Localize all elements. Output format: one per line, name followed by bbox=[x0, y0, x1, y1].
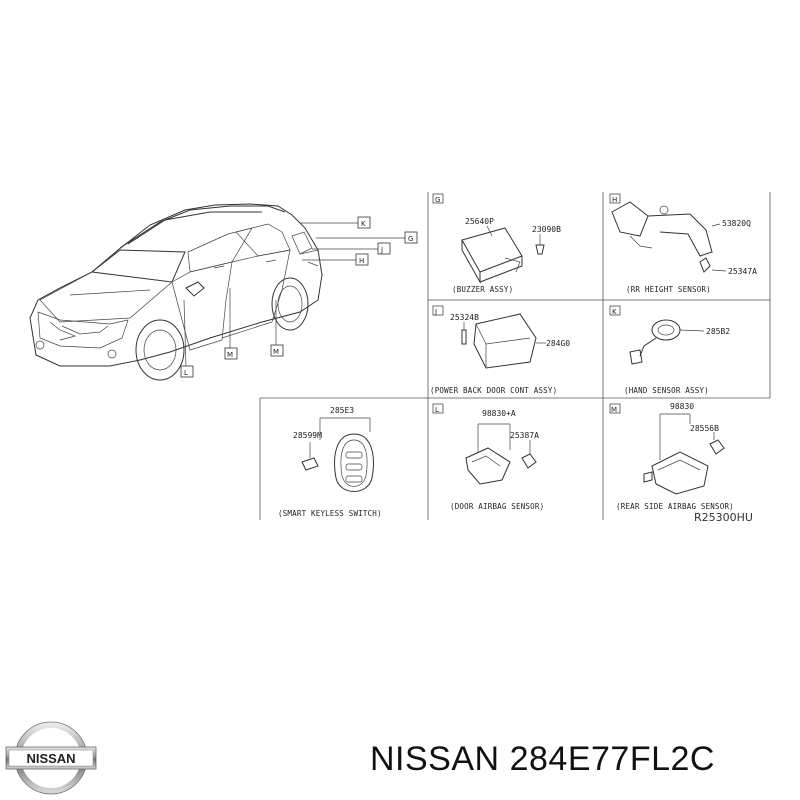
panel-caption: (SMART KEYLESS SWITCH) bbox=[278, 509, 382, 518]
part-number: 98830 bbox=[670, 402, 694, 411]
part-number: 98830+A bbox=[482, 409, 516, 418]
part-number: 25387A bbox=[510, 431, 539, 440]
panel-letter: G bbox=[435, 196, 440, 204]
part-number: 25324B bbox=[450, 313, 479, 322]
brand-name: NISSAN bbox=[370, 740, 500, 778]
panel-caption: (HAND SENSOR ASSY) bbox=[624, 386, 709, 395]
callout-letter: G bbox=[408, 235, 413, 243]
panel-caption: (REAR SIDE AIRBAG SENSOR) bbox=[616, 502, 734, 511]
part-number: 284G0 bbox=[546, 339, 570, 348]
callout-boxes: K G J H M M L bbox=[180, 216, 418, 378]
rear-airbag-sensor-drawing bbox=[643, 413, 725, 495]
part-number: 25640P bbox=[465, 217, 494, 226]
callout-letter: K bbox=[361, 220, 366, 228]
panel-caption: (DOOR AIRBAG SENSOR) bbox=[450, 502, 544, 511]
panel-letter: K bbox=[612, 308, 617, 316]
part-number-main: 284E77FL2C bbox=[509, 740, 715, 778]
nissan-logo: NISSAN bbox=[5, 721, 97, 795]
part-number: 28599M bbox=[293, 431, 322, 440]
panel-g: G 25640P 23090B (BUZZER ASSY) bbox=[432, 193, 561, 294]
panel-k: K 285B2 (HAND SENSOR ASSY) bbox=[609, 305, 730, 395]
part-number: 25347A bbox=[728, 267, 757, 276]
panel-grid bbox=[259, 192, 771, 520]
panel-letter: H bbox=[612, 196, 617, 204]
panel-letter: M bbox=[611, 406, 617, 414]
callout-box-m-rear: M bbox=[270, 344, 284, 357]
smart-key-drawing bbox=[301, 417, 374, 492]
panel-caption: (POWER BACK DOOR CONT ASSY) bbox=[430, 386, 557, 395]
height-sensor-drawing bbox=[611, 201, 727, 273]
callout-box-m-front: M bbox=[224, 347, 238, 360]
panel-smart-key: 285E3 28599M (SMART KEYLESS SWITCH) bbox=[278, 406, 382, 518]
panel-l: L 98830+A 25387A (DOOR AIRBAG SENSOR) bbox=[432, 403, 544, 511]
callout-letter: L bbox=[184, 369, 188, 377]
part-number: 53820Q bbox=[722, 219, 751, 228]
callout-box-k: K bbox=[357, 216, 371, 229]
part-number: 285B2 bbox=[706, 327, 730, 336]
callout-letter: J bbox=[380, 246, 383, 254]
door-airbag-sensor-drawing bbox=[465, 423, 537, 485]
callout-box-g: G bbox=[404, 231, 418, 244]
panel-caption: (RR HEIGHT SENSOR) bbox=[626, 285, 711, 294]
part-number: 28556B bbox=[690, 424, 719, 433]
callout-box-h: H bbox=[355, 253, 369, 266]
part-number: 285E3 bbox=[330, 406, 354, 415]
callout-letter: M bbox=[227, 351, 233, 359]
panel-caption: (BUZZER ASSY) bbox=[452, 285, 513, 294]
control-unit-drawing bbox=[461, 313, 546, 369]
panel-m: M 98830 28556B (REAR SIDE AIRBAG SENSOR) bbox=[609, 402, 734, 511]
hand-sensor-drawing bbox=[629, 319, 705, 365]
callout-letter: M bbox=[273, 348, 279, 356]
diagram-code: R25300HU bbox=[694, 511, 753, 524]
car-illustration bbox=[29, 203, 323, 381]
panel-h: H 53820Q 25347A (RR HEIGHT SENSOR) bbox=[609, 193, 757, 294]
panel-letter: J bbox=[434, 308, 437, 316]
panel-letter: L bbox=[435, 406, 439, 414]
callout-letter: H bbox=[359, 257, 364, 265]
panel-j: J 25324B 284G0 (POWER BACK DOOR CONT ASS… bbox=[430, 305, 570, 395]
logo-text: NISSAN bbox=[26, 751, 75, 766]
part-number: 23090B bbox=[532, 225, 561, 234]
callout-leaders bbox=[183, 222, 405, 367]
callout-box-l: L bbox=[180, 365, 194, 378]
callout-box-j: J bbox=[377, 242, 391, 255]
buzzer-drawing bbox=[461, 225, 545, 284]
